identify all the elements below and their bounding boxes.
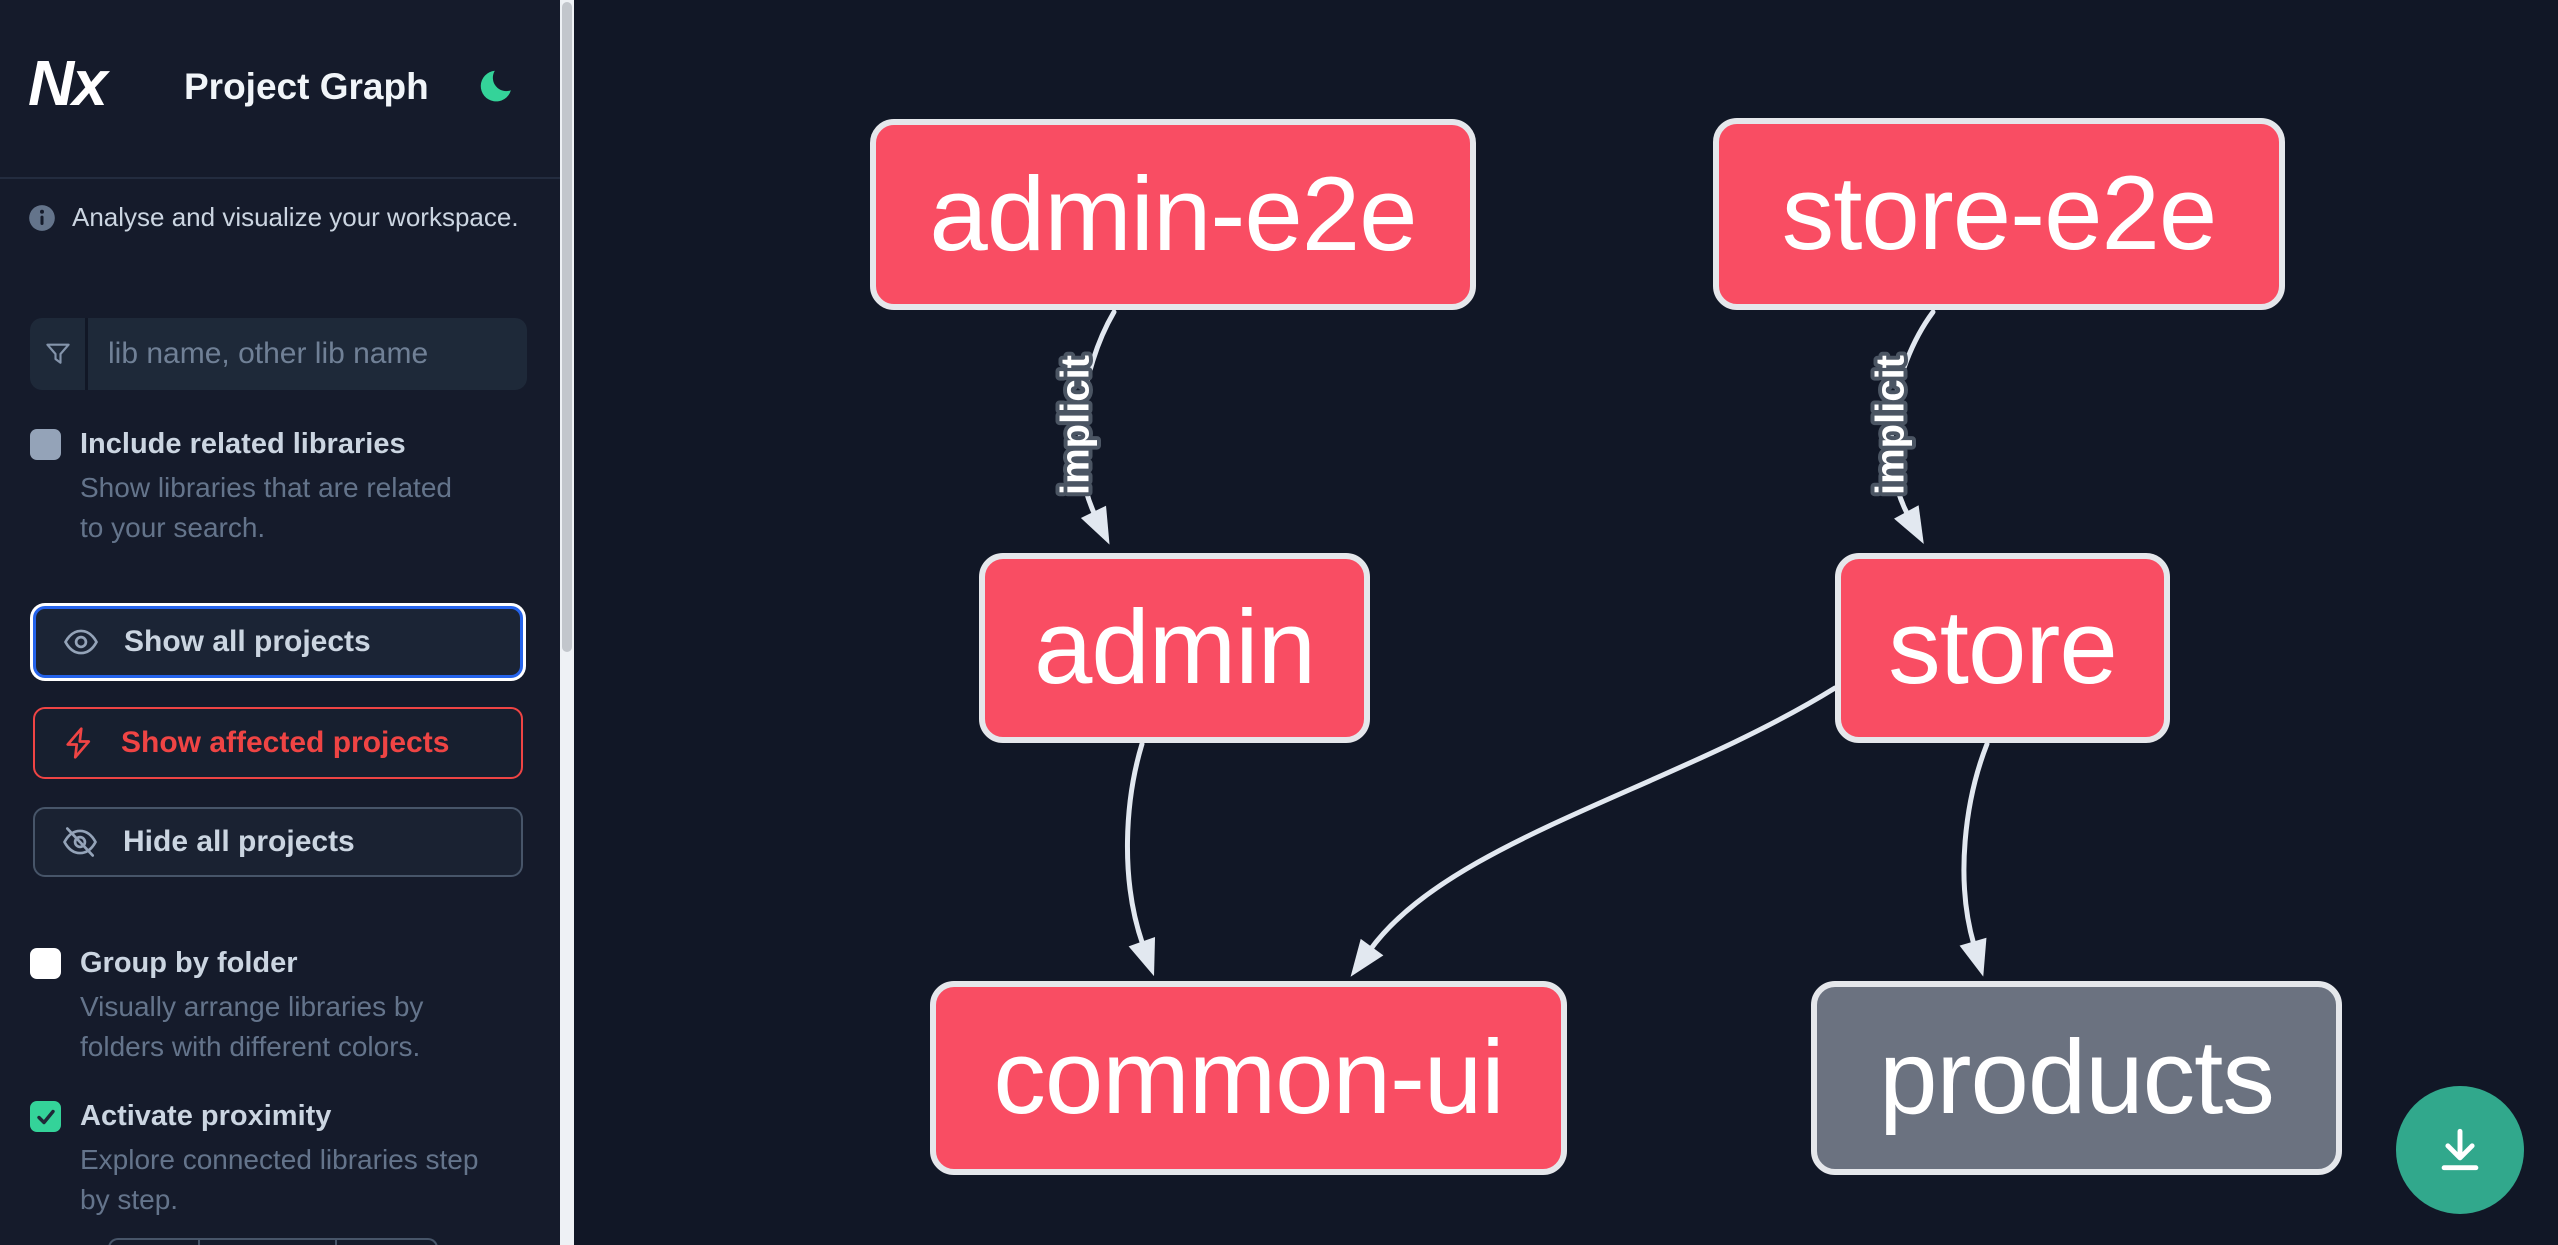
activate-proximity-description: Explore connected libraries step by step… bbox=[80, 1144, 479, 1215]
funnel-icon bbox=[45, 343, 70, 364]
group-by-folder-label[interactable]: Group by folder bbox=[80, 947, 298, 979]
stepper-divider bbox=[198, 1240, 200, 1245]
check-icon bbox=[36, 1109, 55, 1124]
funnel-icon-cell bbox=[30, 318, 88, 390]
search-box bbox=[30, 318, 527, 390]
sidebar: Nx Project Graph Analyse and visualize y… bbox=[0, 0, 560, 1245]
show-affected-projects-button[interactable]: Show affected projects bbox=[33, 707, 523, 779]
activate-proximity-row: Activate proximity Explore connected lib… bbox=[30, 1099, 530, 1220]
show-all-projects-button[interactable]: Show all projects bbox=[33, 606, 523, 678]
include-related-checkbox[interactable] bbox=[30, 429, 61, 460]
sidebar-header: Nx Project Graph bbox=[0, 0, 560, 179]
proximity-stepper[interactable] bbox=[108, 1238, 438, 1245]
edge-store-to-common-ui bbox=[1350, 685, 1838, 977]
tagline-text: Analyse and visualize your workspace. bbox=[72, 202, 519, 232]
include-related-label[interactable]: Include related libraries bbox=[80, 428, 406, 460]
include-related-description: Show libraries that are related to your … bbox=[80, 472, 452, 543]
info-icon bbox=[29, 204, 55, 231]
include-related-row: Include related libraries Show libraries… bbox=[30, 427, 530, 548]
page-title: Project Graph bbox=[184, 66, 429, 107]
group-by-folder-checkbox[interactable] bbox=[30, 948, 61, 979]
search-input[interactable] bbox=[88, 318, 527, 390]
activate-proximity-checkbox[interactable] bbox=[30, 1101, 61, 1132]
hide-all-projects-label: Hide all projects bbox=[123, 825, 355, 858]
graph-node-store[interactable]: store bbox=[1835, 553, 2170, 743]
graph-node-admin[interactable]: admin bbox=[979, 553, 1370, 743]
show-all-projects-label: Show all projects bbox=[124, 625, 371, 658]
edge-label-implicit: implicit bbox=[1869, 355, 1913, 495]
eye-slash-icon bbox=[63, 827, 97, 857]
hide-all-projects-button[interactable]: Hide all projects bbox=[33, 807, 523, 877]
show-affected-projects-label: Show affected projects bbox=[121, 726, 450, 759]
graph-node-common-ui[interactable]: common-ui bbox=[930, 981, 1567, 1175]
edge-admin-e2e-to-admin bbox=[1077, 309, 1117, 545]
header-divider bbox=[0, 177, 560, 179]
sidebar-scrollbar[interactable] bbox=[560, 0, 574, 1245]
theme-toggle-button[interactable] bbox=[474, 64, 520, 110]
group-by-folder-description: Visually arrange libraries by folders wi… bbox=[80, 991, 424, 1062]
edge-store-e2e-to-store bbox=[1888, 309, 1936, 544]
download-icon bbox=[2441, 1128, 2479, 1171]
tagline-row: Analyse and visualize your workspace. bbox=[28, 202, 519, 233]
stepper-divider bbox=[335, 1240, 337, 1245]
moon-icon bbox=[480, 70, 511, 102]
graph-node-products[interactable]: products bbox=[1811, 981, 2342, 1175]
activate-proximity-label[interactable]: Activate proximity bbox=[80, 1100, 332, 1132]
sidebar-scrollbar-thumb[interactable] bbox=[562, 2, 572, 652]
group-by-folder-row: Group by folder Visually arrange librari… bbox=[30, 946, 530, 1067]
eye-icon bbox=[64, 629, 98, 655]
edge-store-to-products bbox=[1959, 741, 1990, 977]
edge-admin-to-common-ui bbox=[1124, 741, 1156, 977]
nx-logo: Nx bbox=[28, 47, 108, 119]
export-image-button[interactable] bbox=[2396, 1086, 2524, 1214]
edge-label-implicit: implicit bbox=[1054, 355, 1098, 495]
graph-node-store-e2e[interactable]: store-e2e bbox=[1713, 118, 2285, 310]
bolt-icon bbox=[66, 727, 91, 759]
graph-node-admin-e2e[interactable]: admin-e2e bbox=[870, 119, 1476, 310]
